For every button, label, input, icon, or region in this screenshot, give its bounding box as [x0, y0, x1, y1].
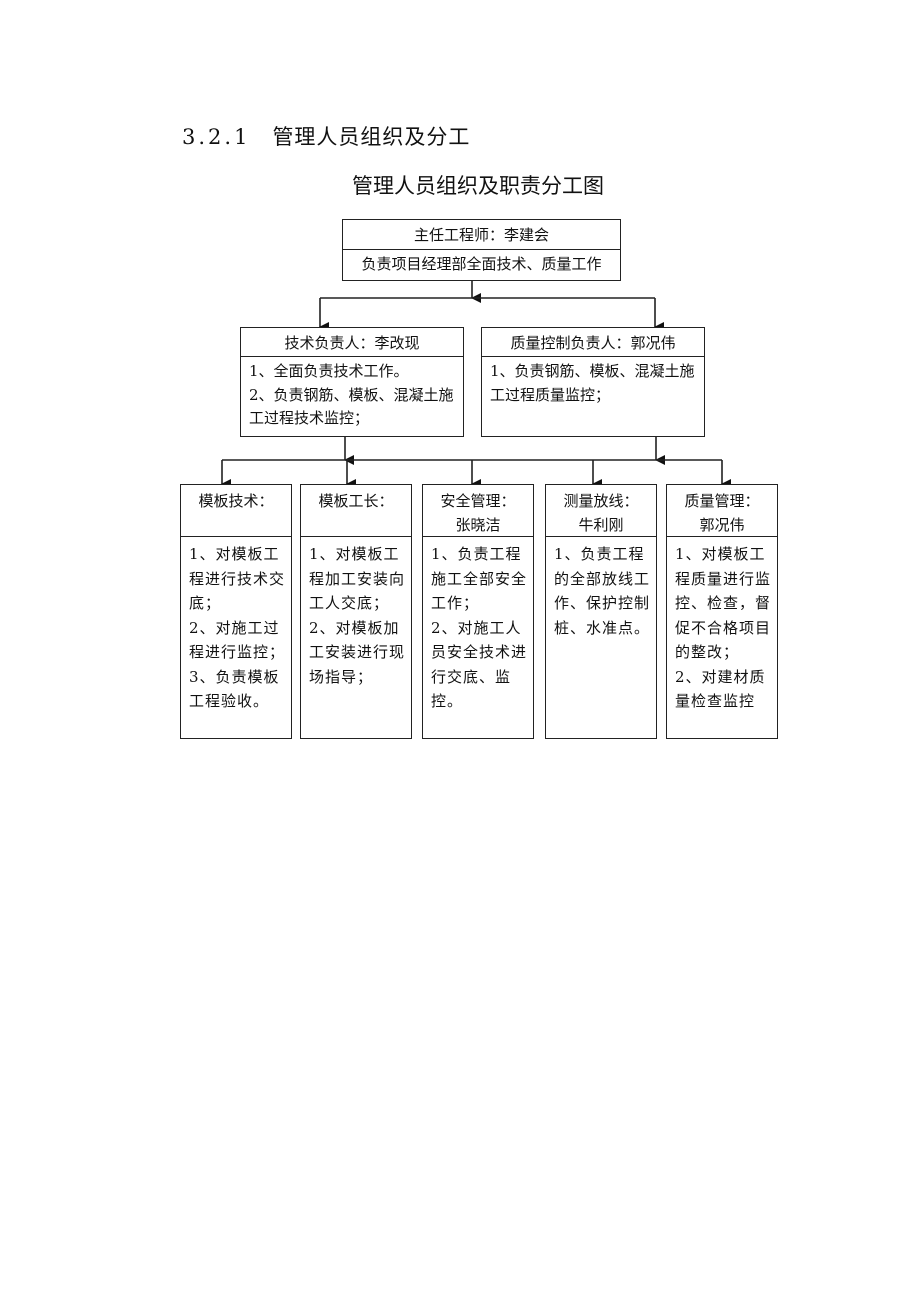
duty-item: 1、负责工程施工全部安全工作； — [431, 545, 528, 612]
chief-engineer-title: 主任工程师：李建会 — [343, 220, 620, 250]
role-label: 测量放线： — [563, 492, 639, 510]
formwork-foreman-box: 模板工长： 1、对模板工程加工安装向工人交底； 2、对模板加工安装进行现场指导； — [300, 484, 412, 739]
surveying-box: 测量放线： 牛利刚 1、负责工程的全部放线工作、保护控制桩、水准点。 — [545, 484, 657, 739]
safety-management-duties: 1、负责工程施工全部安全工作； 2、对施工人员安全技术进行交底、监控。 — [423, 537, 533, 714]
quality-management-box: 质量管理： 郭况伟 1、对模板工程质量进行监控、检查，督促不合格项目的整改； 2… — [666, 484, 778, 739]
duty-item: 2、负责钢筋、模板、混凝土施工过程技术监控； — [249, 385, 454, 428]
duty-item: 1、负责钢筋、模板、混凝土施工过程质量监控； — [490, 362, 695, 404]
role-label: 安全管理： — [440, 492, 516, 510]
section-title: 管理人员组织及分工 — [272, 125, 471, 149]
duty-item: 1、对模板工程进行技术交底； — [189, 545, 286, 612]
duty-item: 1、负责工程的全部放线工作、保护控制桩、水准点。 — [554, 545, 651, 637]
quality-management-header: 质量管理： 郭况伟 — [667, 485, 777, 537]
duty-item: 2、对建材质量检查监控 — [675, 667, 766, 711]
technical-lead-duties: 1、全面负责技术工作。 2、负责钢筋、模板、混凝土施工过程技术监控； — [241, 357, 463, 434]
role-label: 质量管理： — [684, 492, 760, 510]
section-heading: 3.2.1 管理人员组织及分工 — [182, 121, 470, 151]
formwork-tech-box: 模板技术： 1、对模板工程进行技术交底； 2、对施工过程进行监控； 3、负责模板… — [180, 484, 292, 739]
quality-management-duties: 1、对模板工程质量进行监控、检查，督促不合格项目的整改； 2、对建材质量检查监控 — [667, 537, 777, 714]
formwork-foreman-header: 模板工长： — [301, 485, 411, 537]
safety-management-box: 安全管理： 张晓洁 1、负责工程施工全部安全工作； 2、对施工人员安全技术进行交… — [422, 484, 534, 739]
duty-item: 2、对施工人员安全技术进行交底、监控。 — [431, 618, 528, 711]
person-name: 牛利刚 — [578, 516, 624, 534]
formwork-foreman-duties: 1、对模板工程加工安装向工人交底； 2、对模板加工安装进行现场指导； — [301, 537, 411, 689]
role-label: 模板技术： — [198, 492, 274, 510]
quality-lead-box: 质量控制负责人：郭况伟 1、负责钢筋、模板、混凝土施工过程质量监控； — [481, 327, 705, 437]
duty-item: 1、全面负责技术工作。 — [249, 362, 409, 380]
person-name: 郭况伟 — [699, 516, 745, 534]
formwork-tech-header: 模板技术： — [181, 485, 291, 537]
section-number: 3.2.1 — [182, 125, 251, 149]
quality-lead-duties: 1、负责钢筋、模板、混凝土施工过程质量监控； — [482, 357, 704, 410]
quality-lead-title: 质量控制负责人：郭况伟 — [482, 328, 704, 357]
duty-item: 2、对施工过程进行监控； — [189, 618, 286, 662]
org-chart-title: 管理人员组织及职责分工图 — [352, 174, 604, 198]
technical-lead-box: 技术负责人：李改现 1、全面负责技术工作。 2、负责钢筋、模板、混凝土施工过程技… — [240, 327, 464, 437]
person-name: 张晓洁 — [455, 516, 501, 534]
surveying-header: 测量放线： 牛利刚 — [546, 485, 656, 537]
duty-item: 1、对模板工程加工安装向工人交底； — [309, 545, 406, 612]
formwork-tech-duties: 1、对模板工程进行技术交底； 2、对施工过程进行监控； 3、负责模板工程验收。 — [181, 537, 291, 714]
safety-management-header: 安全管理： 张晓洁 — [423, 485, 533, 537]
technical-lead-title: 技术负责人：李改现 — [241, 328, 463, 357]
duty-item: 2、对模板加工安装进行现场指导； — [309, 618, 406, 686]
role-label: 模板工长： — [318, 492, 394, 510]
surveying-duties: 1、负责工程的全部放线工作、保护控制桩、水准点。 — [546, 537, 656, 640]
chief-engineer-duty: 负责项目经理部全面技术、质量工作 — [361, 255, 602, 273]
duty-item: 1、对模板工程质量进行监控、检查，督促不合格项目的整改； — [675, 545, 772, 661]
chief-engineer-box: 主任工程师：李建会 负责项目经理部全面技术、质量工作 — [342, 219, 621, 281]
duty-item: 3、负责模板工程验收。 — [189, 667, 280, 711]
